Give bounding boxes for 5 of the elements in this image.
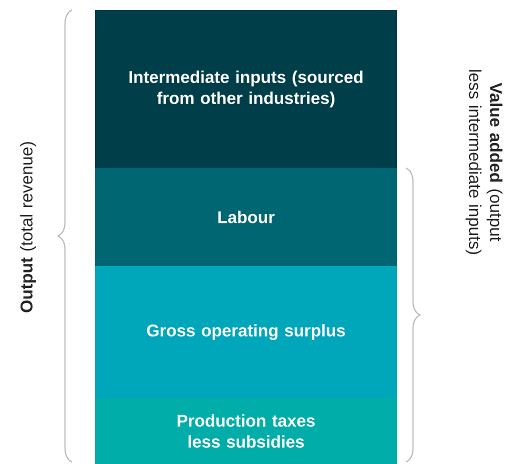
stacked-bar-segment: Production taxes less subsidies <box>95 398 397 464</box>
stacked-bar-segment: Gross operating surplus <box>95 266 397 398</box>
stacked-bar-segment: Intermediate inputs (sourced from other industries) <box>95 10 397 168</box>
axis-label: Output (total revenue) <box>20 142 36 312</box>
stacked-bar-segment: Labour <box>95 168 397 266</box>
